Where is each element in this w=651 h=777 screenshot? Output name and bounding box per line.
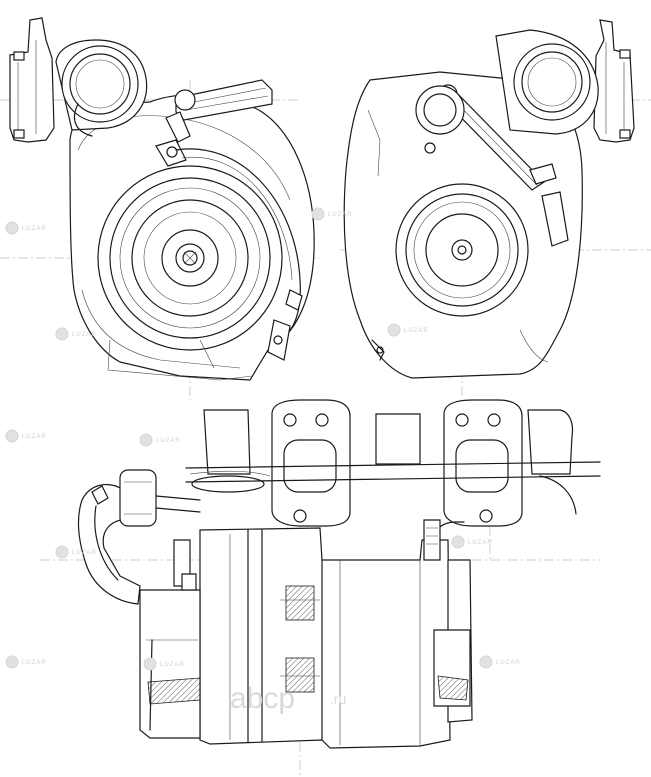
site-logo: abcp .ru [230,682,346,715]
bearing-left [285,585,315,621]
watermark-brand: LUZAR [156,438,181,444]
rear-mounting-flange [593,19,635,143]
wastegate-actuator [119,469,157,527]
watermark-brand: LUZAR [496,660,521,666]
actuator-bracket [175,79,273,121]
compressor-outer-ring [97,165,283,351]
watermark-seal [143,657,157,671]
rear-view [343,19,635,379]
shaft-nut [182,250,198,266]
compressor-housing [69,94,315,381]
flange-left [271,399,351,527]
watermark-seal [55,327,69,341]
site-logo-text: abcp [230,682,295,715]
watermark-seal [5,655,19,669]
watermark-seal [387,323,401,337]
watermarks: LUZAR LUZAR LUZAR LUZAR LUZAR LUZAR LUZA… [5,207,521,671]
watermark-seal [55,545,69,559]
watermark-brand: LUZAR [22,226,47,232]
turbine-housing [343,71,583,379]
watermark-seal [479,655,493,669]
center-housing [199,527,451,749]
site-logo-suffix: .ru [330,691,346,707]
watermark-brand: LUZAR [22,660,47,666]
watermark-brand: LUZAR [328,212,353,218]
flange-right [443,399,523,527]
mounting-flange [9,17,55,143]
watermark-brand: LUZAR [22,434,47,440]
watermark-seal [5,429,19,443]
watermark-brand: LUZAR [404,328,429,334]
watermark-seal [139,433,153,447]
watermark-seal [451,535,465,549]
watermark-brand: LUZAR [72,550,97,556]
watermark-seal [311,207,325,221]
heat-shield [175,148,301,339]
front-view [9,17,315,381]
side-view [77,399,601,749]
watermark-brand: LUZAR [160,662,185,668]
watermark-brand: LUZAR [468,540,493,546]
watermark-seal [5,221,19,235]
watermark-brand: LUZAR [72,332,97,338]
turbine-outer-ring [395,183,529,317]
bearing-right [285,657,315,693]
